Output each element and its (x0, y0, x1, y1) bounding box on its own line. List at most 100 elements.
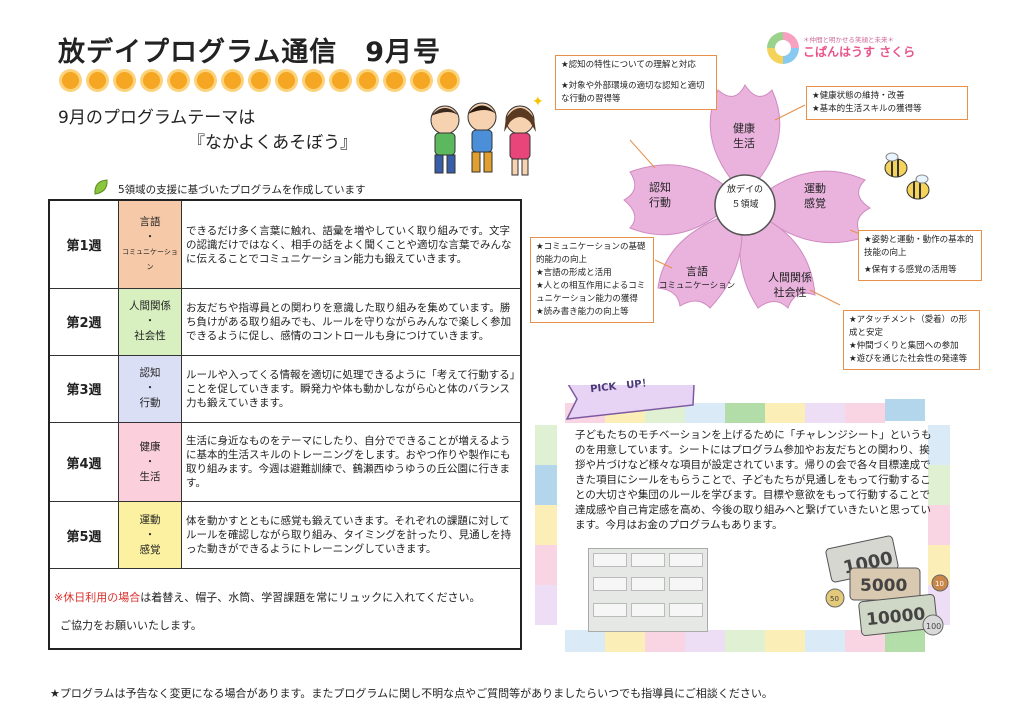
logo-name: こぱんはうす さくら (803, 45, 916, 59)
sheet-cell (631, 553, 665, 567)
newsletter-title: 放デイプログラム通信 9月号 (58, 37, 441, 68)
logo-tagline: ＊仲間と明かせる笑顔と未来＊ (803, 36, 894, 44)
sheet-cell (631, 603, 665, 617)
callout-item: ★仲間づくりと集団への参加 (849, 341, 959, 351)
sun-icon (89, 72, 106, 89)
sheet-cell (669, 553, 703, 567)
petal-label-social: 人間関係 社会性 (760, 270, 820, 300)
sheet-cell (669, 577, 703, 591)
sparkle-icon: ✦ (532, 94, 544, 110)
sun-icon (197, 72, 214, 89)
callout-item: ★認知の特性についての理解と対応 (561, 60, 696, 70)
table-row: 第1週 言語 ・ コミュニケーション できるだけ多く言葉に触れ、語彙を増やしてい… (48, 199, 522, 290)
table-row: 第5週 運動 ・ 感覚 体を動かすとともに感覚も鍛えていきます。それぞれの課題に… (48, 501, 522, 570)
pickup-frame (535, 385, 950, 652)
coin-icon: 100 (922, 614, 944, 636)
petal-text: 社会性 (773, 286, 807, 299)
week-description: 生活に身近なものをテーマにしたり、自分でできることが増えるように基本的生活スキル… (181, 421, 522, 503)
week-label: 第5週 (48, 501, 119, 570)
petal-text: 言語 (686, 265, 708, 278)
sun-icon (386, 72, 403, 89)
callout-item: ★保有する感覚の活用等 (864, 265, 957, 275)
callout-health: ★健康状態の維持・改善 ★基本的生活スキルの獲得等 (806, 86, 968, 120)
petal-text: 感覚 (804, 197, 826, 210)
petal-text: 人間関係 (768, 271, 812, 284)
callout-item: ★読み書き能力の向上等 (536, 307, 629, 317)
domain-name: 認知 (139, 367, 161, 380)
week-description: お友だちや指導員との関わりを意識した取り組みを集めています。勝ち負けがある取り組… (181, 288, 522, 356)
domain-separator: ・ (144, 315, 156, 328)
domain-cell: 健康 ・ 生活 (118, 421, 182, 503)
center-line: ５領域 (731, 200, 759, 210)
kid-icon (430, 105, 460, 174)
domain-name: 人間関係 (129, 300, 171, 313)
petal-cognition (623, 164, 736, 236)
domain-name: コミュニケーション (122, 247, 178, 271)
svg-text:10: 10 (935, 580, 944, 588)
callout-item: ★言語の形成と活用 (536, 268, 612, 278)
petal-label-language: 言語 コミュニケーション (652, 264, 742, 294)
holiday-label: 休日利用の場合 (63, 590, 141, 604)
table-row: ※休日利用の場合は着替え、帽子、水筒、学習課題を常にリュックに入れてください。 … (48, 568, 522, 650)
coin-icon: 50 (825, 588, 845, 608)
sun-icon (62, 72, 79, 89)
table-row: 第2週 人間関係 ・ 社会性 お友だちや指導員との関わりを意識した取り組みを集め… (48, 288, 522, 356)
petal-motor (754, 170, 872, 244)
money-illustration: 1000 5000 10000 100 50 10 (825, 535, 949, 636)
callout-item: ★コミュニケーションの基礎的能力の向上 (536, 242, 646, 265)
footer-note: ★プログラムは予告なく変更になる場合があります。またプログラムに関し不明な点やご… (50, 687, 773, 700)
sun-icon (440, 72, 457, 89)
domain-name: 運動 (139, 513, 161, 526)
sun-icon (359, 72, 376, 89)
domain-cell: 認知 ・ 行動 (118, 354, 182, 423)
callout-item: ★アタッチメント（愛着）の形成と安定 (849, 315, 968, 338)
kid-icon (467, 102, 497, 173)
week-description: ルールや入ってくる情報を適切に処理できるように「考えて行動する」ことを促していき… (181, 354, 522, 423)
holiday-note: ※休日利用の場合は着替え、帽子、水筒、学習課題を常にリュックに入れてください。 (54, 589, 516, 605)
theme-heading: 9月のプログラムテーマは (58, 108, 256, 128)
petal-text: 行動 (649, 196, 671, 209)
domain-name: 健康 (139, 440, 161, 453)
petal-label-cognition: 認知 行動 (638, 180, 682, 210)
week-label: 第2週 (48, 288, 119, 356)
callout-social: ★アタッチメント（愛着）の形成と安定 ★仲間づくりと集団への参加 ★遊びを通じた… (843, 310, 980, 370)
domain-name: 行動 (139, 397, 161, 410)
petal-text: 健康 (733, 122, 755, 135)
sun-icon (116, 72, 133, 89)
sun-icon (278, 72, 295, 89)
domain-name: 感覚 (139, 543, 161, 556)
sun-icon (251, 72, 268, 89)
thanks-note: ご協力をお願いいたします。 (60, 618, 202, 632)
callout-item: ★基本的生活スキルの獲得等 (812, 104, 922, 114)
petal-text: 運動 (804, 182, 826, 195)
petal-social (739, 211, 816, 309)
challenge-sheet-image (588, 548, 708, 632)
callout-motor: ★姿勢と運動・動作の基本的技能の向上 ★保有する感覚の活用等 (858, 230, 982, 281)
domain-separator: ・ (144, 230, 156, 243)
callout-item: ★姿勢と運動・動作の基本的技能の向上 (864, 235, 974, 258)
flower-center (714, 174, 776, 236)
sheet-cell (669, 603, 703, 617)
sheet-cell (593, 603, 627, 617)
pickup-description: 子どもたちのモチベーションを上げるために「チャレンジシート」というものを用意して… (575, 429, 932, 531)
petal-label-motor: 運動 感覚 (793, 181, 837, 211)
domain-separator: ・ (144, 455, 156, 468)
week-label: 第3週 (48, 354, 119, 423)
note-mark: ※ (54, 590, 64, 604)
sun-icon (332, 72, 349, 89)
petal-label-health: 健康 生活 (722, 121, 766, 151)
domain-name: 言語 (139, 215, 161, 228)
leaf-icon (94, 179, 108, 195)
running-kids-illustration: ✦ (430, 94, 544, 176)
week-description: 体を動かすとともに感覚も鍛えていきます。それぞれの課題に対してルールを確認しなが… (181, 501, 522, 570)
sun-decoration-row (62, 72, 463, 89)
center-line: 放デイの (726, 185, 763, 195)
domain-separator: ・ (144, 528, 156, 541)
flower-center-label: 放デイの ５領域 (720, 183, 770, 213)
intro-text: 5領域の支援に基づいたプログラムを作成しています (118, 184, 366, 196)
callout-item: ★健康状態の維持・改善 (812, 91, 905, 101)
callout-item: ★対象や外部環境の適切な認知と適切な行動の習得等 (561, 81, 705, 104)
theme-title: 『なかよくあそぼう』 (188, 133, 358, 153)
domain-cell: 人間関係 ・ 社会性 (118, 288, 182, 356)
pickup-banner (565, 385, 695, 420)
